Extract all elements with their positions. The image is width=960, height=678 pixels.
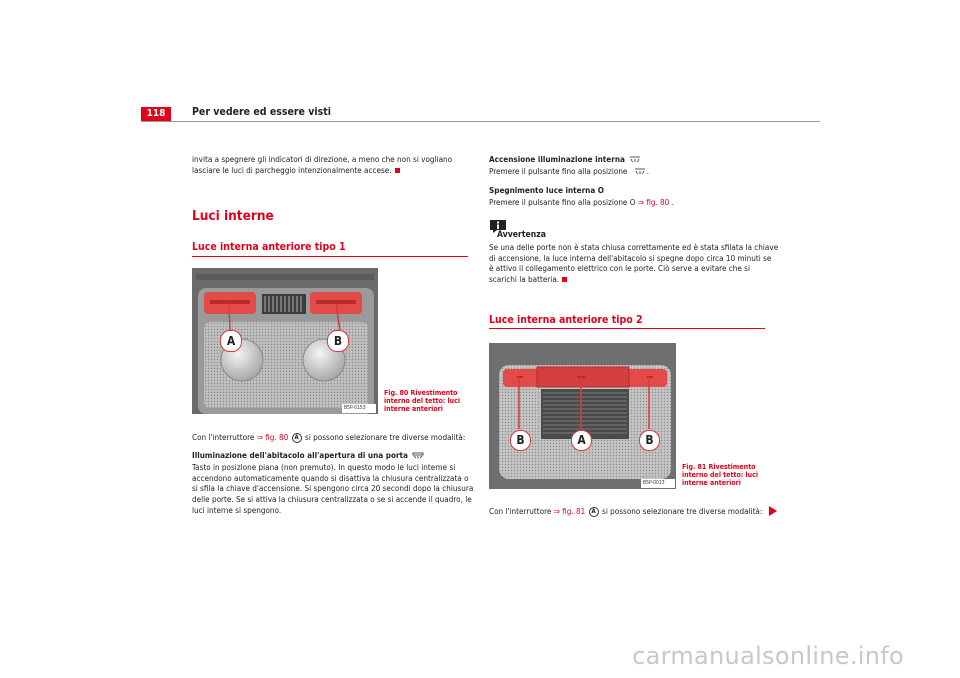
switch-intro-type1: Con l'interruttore ⇒ fig. 80 A si posson… bbox=[192, 432, 466, 443]
page-number: 118 bbox=[141, 107, 171, 121]
figure-code: B5P-0153 bbox=[344, 405, 366, 411]
interior-light-position-icon bbox=[634, 168, 645, 175]
switch-a-badge-2: A bbox=[588, 506, 599, 517]
watermark: carmanualsonline.info bbox=[632, 642, 904, 670]
callout-b-left: B bbox=[510, 430, 531, 451]
figure-81-caption: Fig. 81 Rivestimento interno del tetto: … bbox=[682, 463, 759, 488]
subsection-rule-type1 bbox=[192, 256, 468, 257]
header-title: Per vedere ed essere visti bbox=[192, 106, 332, 118]
info-note-icon bbox=[489, 219, 507, 234]
fig81-link[interactable]: ⇒ fig. 81 bbox=[553, 506, 586, 516]
note-body: Se una delle porte non è stata chiusa co… bbox=[489, 242, 779, 285]
figure-80: A B B5P-0153 bbox=[192, 268, 378, 414]
section-title: Luci interne bbox=[192, 208, 274, 224]
door-light-icon bbox=[413, 452, 424, 459]
header-divider bbox=[141, 121, 820, 122]
note-title: Avvertenza bbox=[497, 230, 546, 240]
callout-b-right: B bbox=[639, 430, 660, 451]
end-mark-icon-2 bbox=[562, 277, 568, 283]
subsection-title-type2: Luce interna anteriore tipo 2 bbox=[489, 314, 643, 326]
off-heading: Spegnimento luce interna O bbox=[489, 185, 605, 195]
figure-81: B A B B5P-0013 bbox=[489, 343, 676, 489]
on-text: Premere il pulsante fino alla posizione … bbox=[489, 166, 650, 176]
interior-light-on-icon bbox=[630, 156, 641, 163]
callout-b: B bbox=[327, 330, 349, 352]
intro-line-2: lasciare le luci di parcheggio intenzion… bbox=[192, 165, 400, 176]
subsection-title-type1: Luce interna anteriore tipo 1 bbox=[192, 241, 346, 253]
callout-a: A bbox=[220, 330, 242, 352]
fig80-link-2[interactable]: ⇒ fig. 80 bbox=[637, 197, 670, 207]
roof-light-type2-illustration bbox=[489, 343, 676, 489]
mode-description: Tasto in posizione piana (non premuto). … bbox=[192, 462, 474, 515]
callout-a: A bbox=[571, 430, 592, 451]
figure-80-caption: Fig. 80 Rivestimento interno del tetto: … bbox=[384, 389, 461, 414]
mode-heading: Illuminazione dell'abitacolo all'apertur… bbox=[192, 450, 424, 461]
switch-intro-type2: Con l'interruttore ⇒ fig. 81 A si posson… bbox=[489, 506, 763, 517]
off-text: Premere il pulsante fino alla posizione … bbox=[489, 197, 674, 207]
figure-code-2: B5P-0013 bbox=[643, 480, 665, 486]
subsection-rule-type2 bbox=[489, 328, 765, 329]
fig80-link[interactable]: ⇒ fig. 80 bbox=[256, 432, 289, 442]
intro-line-1: invita a spegnere gli indicatori di dire… bbox=[192, 154, 453, 164]
continue-arrow-icon[interactable] bbox=[769, 506, 777, 516]
end-mark-icon bbox=[394, 168, 400, 173]
on-heading: Accensione illuminazione interna bbox=[489, 154, 641, 165]
switch-a-badge: A bbox=[291, 432, 302, 443]
